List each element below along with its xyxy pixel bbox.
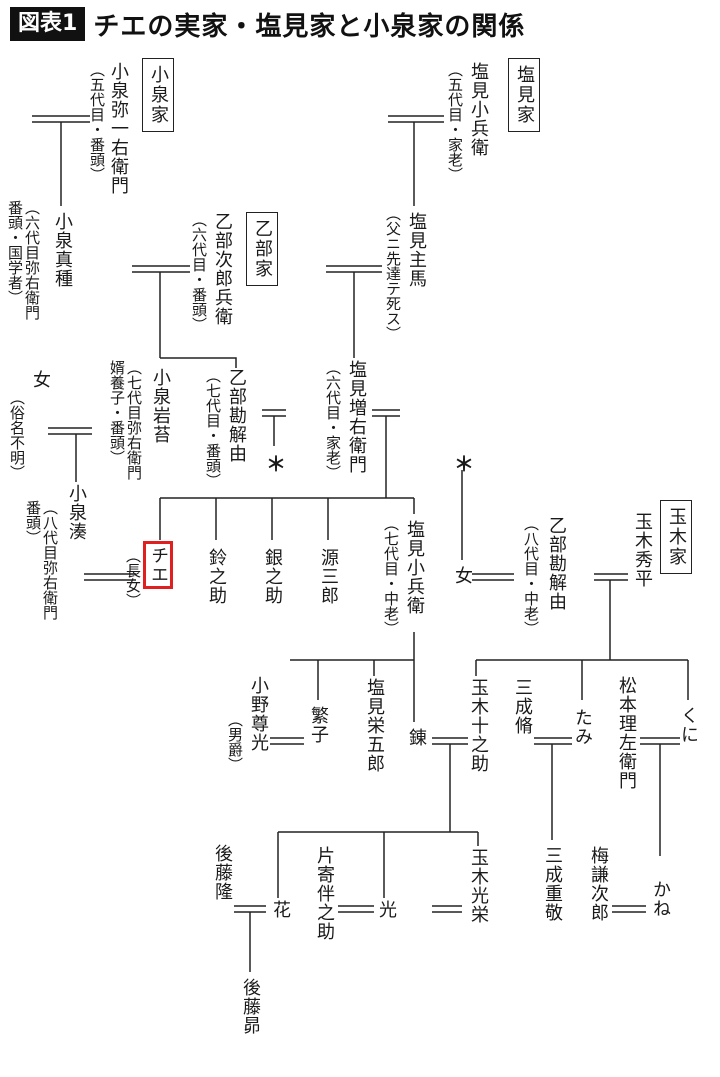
person-note: （七代目・番頭） [204,368,222,488]
person-name: 光 [376,900,397,919]
house-tamaki-box: 玉木家 [660,500,692,574]
house-koizumi-box: 小泉家 [142,58,174,132]
person-note: （六代目弥右衛門 番頭・国学者） [6,200,41,320]
figure-label: 図表1 [10,7,86,41]
asterisk-mark: ＊ [266,452,286,476]
person-note: （五代目・番頭） [88,62,106,182]
person-name: 塩見主馬 [406,212,427,288]
person-name: 松本理左衛門 [616,676,637,790]
person-name: 繁子 [308,706,329,744]
person-name: 小泉真種 [52,212,73,288]
person-name: 女 [452,566,473,585]
person-name: 源三郎 [318,548,339,605]
figure-title: チエの実家・塩見家と小泉家の関係 [93,11,526,42]
person-name: 塩見小兵衛 [468,62,489,157]
person-note: （六代目・番頭） [190,212,208,332]
person-name: 玉木秀平 [632,512,653,588]
house-shiomi-box: 塩見家 [508,58,540,132]
person-name: 銀之助 [262,548,283,605]
person-name: 塩見小兵衛 [404,520,425,615]
person-name: 三成脩 [512,678,533,735]
asterisk-mark: ＊ [454,452,474,476]
person-name: 花 [270,900,291,919]
person-note: （七代目・中老） [382,516,400,636]
person-note: （八代目・中老） [522,516,540,636]
person-name: 梅謙次郎 [588,846,609,922]
person-name: 塩見増右衛門 [346,360,367,474]
person-note: （長女） [124,548,142,608]
person-name: 小泉湊 [66,484,87,541]
person-note: （男爵） [226,712,244,772]
person-name: 片寄伴之助 [314,846,335,941]
person-name: くに [678,706,699,744]
person-name: かね [650,880,671,918]
person-name: 玉木十之助 [468,678,489,773]
person-name: 小泉弥一右衛門 [108,62,129,195]
person-name: 乙部勘解由 [546,516,567,611]
figure-title-bar: 図表1 チエの実家・塩見家と小泉家の関係 [10,6,525,42]
person-note: （俗名不明） [8,390,26,480]
person-name: 女 [30,370,51,389]
person-name: 後藤昴 [240,978,261,1035]
person-note: （父ニ先達テ死ス） [384,206,402,341]
person-note: （六代目・家老） [324,360,342,480]
person-name: 三成重敬 [542,846,563,922]
person-note: （七代目弥右衛門 婿養子・番頭） [108,360,143,480]
person-name: 乙部次郎兵衛 [212,212,233,326]
person-name: 錬 [406,728,427,747]
person-name: 鈴之助 [206,548,227,605]
person-name: 小泉岩苔 [150,368,171,444]
person-name: 玉木光栄 [468,848,489,924]
person-note: （五代目・家老） [446,62,464,182]
person-note: （八代目弥右衛門 番頭） [24,500,59,620]
person-chie-highlighted: チエ [143,541,173,589]
person-name: 乙部勘解由 [226,368,247,463]
person-name: 塩見栄五郎 [364,678,385,773]
person-name: たみ [572,708,593,746]
person-name: 後藤隆 [212,844,233,901]
person-name: 小野尊光 [248,676,269,752]
house-otobe-box: 乙部家 [246,212,278,286]
